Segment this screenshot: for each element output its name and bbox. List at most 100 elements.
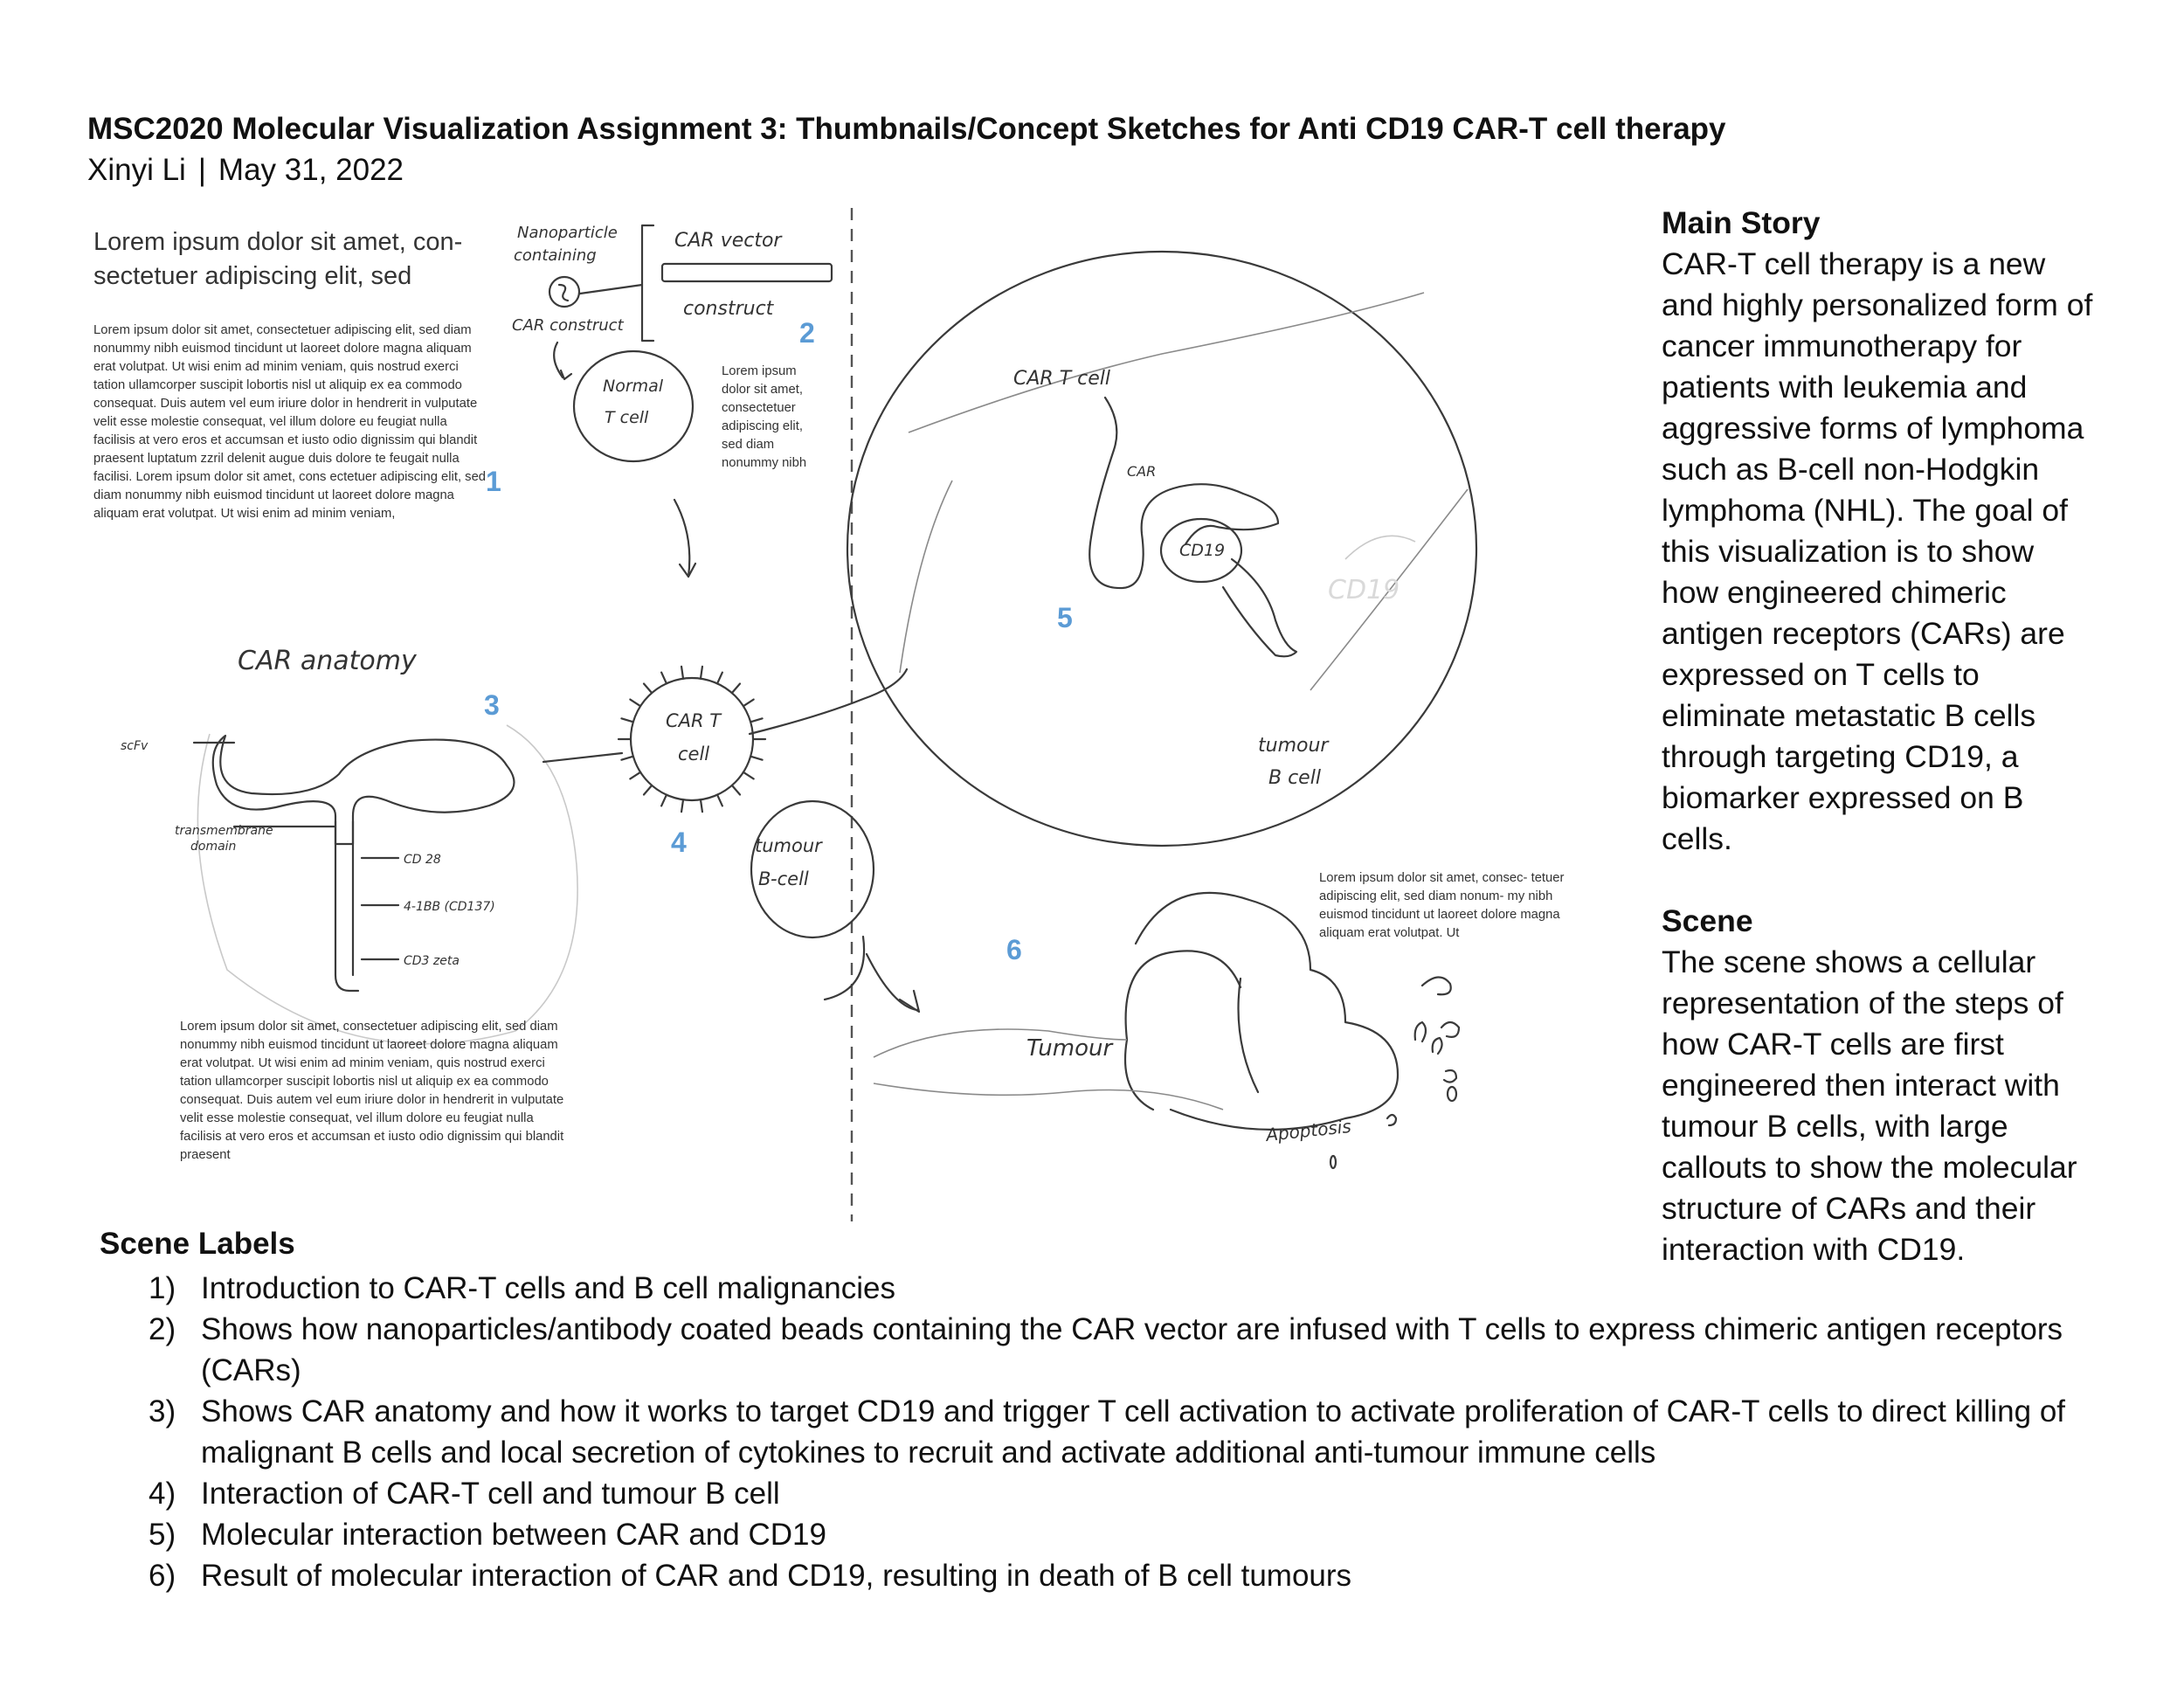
panel-2-body: Lorem ipsum dolor sit amet, consectetuer… — [722, 364, 807, 470]
scene-label-item: 1) Introduction to CAR-T cells and B cell… — [149, 1268, 2097, 1309]
main-story-text: CAR-T cell therapy is a new and highly p… — [1662, 246, 2093, 856]
label-cd19-faint: CD19 — [1328, 575, 1400, 605]
receptor-spike — [620, 755, 634, 761]
label-t-cell: T cell — [605, 408, 649, 427]
receptor-spike — [730, 784, 742, 796]
panel-2-sketch: Nanoparticle containing CAR construct CA… — [512, 224, 833, 578]
scene-label-index: 1) — [149, 1271, 176, 1305]
receptor-spike — [699, 799, 704, 813]
author-name: Xinyi Li — [87, 153, 186, 187]
page-title: MSC2020 Molecular Visualization Assignme… — [87, 112, 1726, 146]
panel-number-2: 2 — [799, 317, 815, 349]
scene-label-item: 4) Interaction of CAR-T cell and tumour B… — [149, 1473, 2097, 1514]
panel-1-heading: Lorem ipsum dolor sit amet, con- sectetu… — [93, 228, 463, 290]
label-car-t-cell: CAR T cell — [1013, 368, 1110, 390]
scene-label-text: Result of molecular interaction of CAR a… — [201, 1559, 1352, 1593]
car-receptor-spikes — [617, 665, 767, 813]
receptor-spike — [742, 771, 755, 780]
car-receptor-shape — [1089, 396, 1280, 590]
receptor-spike — [730, 682, 742, 695]
receptor-spike — [629, 698, 642, 708]
scene-label-item: 5)Molecular interaction between CAR and … — [149, 1514, 2097, 1555]
tumour-mass — [1134, 891, 1400, 1131]
receptor-spike — [750, 717, 764, 723]
cd19-antigen — [1159, 517, 1243, 584]
label-car-construct: CAR construct — [512, 316, 625, 335]
membrane-line — [908, 292, 1425, 433]
label-scfv: scFv — [121, 739, 149, 753]
label-4-1bb: 4-1BB (CD137) — [404, 900, 495, 914]
car-vector-bar — [660, 262, 833, 283]
scene-label-index: 3) — [149, 1394, 176, 1429]
receptor-spike — [629, 771, 642, 780]
panel-1-body: Lorem ipsum dolor sit amet, consectetuer… — [93, 323, 487, 521]
label-tumour-5: tumour — [1258, 735, 1330, 757]
label-apoptosis: Apoptosis — [1263, 1116, 1352, 1145]
panel-4-sketch: CAR T cell 4 tumour B-cell — [617, 665, 921, 1013]
normal-t-cell — [572, 349, 695, 463]
panel-6-body: Lorem ipsum dolor sit amet, consec- tetu… — [1319, 871, 1565, 940]
arrow-icon — [898, 989, 921, 1013]
label-cd28: CD 28 — [404, 853, 441, 867]
receptor-spike — [660, 671, 668, 685]
label-nanoparticle: Nanoparticle — [517, 224, 618, 242]
receptor-spike — [750, 755, 764, 761]
scene-label-text: Shows CAR anatomy and how it works to ta… — [201, 1394, 2066, 1470]
label-containing: containing — [514, 246, 597, 265]
receptor-spike — [699, 665, 704, 680]
receptor-spike — [620, 717, 634, 723]
callout-circle-3 — [197, 724, 578, 1045]
scene-label-index: 4) — [149, 1477, 176, 1511]
scene-label-index: 5) — [149, 1518, 176, 1552]
apoptotic-body-icon — [1420, 976, 1452, 996]
panel-number-4: 4 — [671, 827, 687, 858]
apoptotic-body-icon — [1329, 1154, 1337, 1170]
label-car: CAR — [1127, 463, 1156, 480]
panel-number-1: 1 — [486, 466, 501, 497]
label-tumour-6: Tumour — [1026, 1035, 1114, 1062]
scene-label-index: 2) — [149, 1312, 176, 1346]
panel-5-sketch: CAR T cell CAR CD19 CD19 5 tumour B cell — [846, 250, 1478, 847]
label-normal: Normal — [603, 377, 664, 396]
apoptotic-body-icon — [1431, 1036, 1443, 1055]
scene-label-text: Introduction to CAR-T cells and B cell m… — [201, 1271, 896, 1305]
scene-label-item: 6) Result of molecular interaction of CAR… — [149, 1555, 2097, 1596]
label-car-t: CAR T — [666, 710, 722, 731]
label-tumour: tumour — [755, 835, 823, 856]
scene-labels-title: Scene Labels — [100, 1227, 295, 1261]
panel-3-sketch: CAR anatomy scFv transmembrane domain CD… — [121, 646, 624, 1045]
apoptotic-body-icon — [1442, 1069, 1458, 1083]
label-cell: cell — [678, 744, 709, 764]
scene-title: Scene — [1662, 903, 1753, 938]
scene-label-index: 6) — [149, 1559, 176, 1593]
panel-number-3: 3 — [484, 689, 500, 721]
label-car-anatomy: CAR anatomy — [238, 646, 418, 676]
byline-separator: | — [197, 153, 206, 187]
apoptotic-body-icon — [1386, 1113, 1398, 1127]
label-cd19: CD19 — [1179, 541, 1225, 560]
date: May 31, 2022 — [218, 153, 404, 187]
story-column: Main Story CAR-T cell therapy is a new a… — [1662, 203, 2098, 1270]
car-molecule-shape — [211, 734, 515, 846]
apoptotic-body-icon — [1446, 1085, 1458, 1103]
receptor-spike — [642, 682, 653, 695]
scene-label-text: Shows how nanoparticles/antibody coated … — [201, 1312, 2063, 1387]
arrow-down-icon — [559, 369, 573, 381]
byline: Xinyi Li | May 31, 2022 — [87, 153, 404, 188]
receptor-spike — [660, 793, 668, 807]
nanoparticle-icon — [548, 275, 581, 308]
label-b-cell-5: B cell — [1268, 767, 1321, 789]
panel-number-6: 6 — [1006, 934, 1022, 965]
apoptotic-body-icon — [1440, 1020, 1461, 1038]
tumour-b-cell — [750, 799, 875, 939]
label-cd3-zeta: CD3 zeta — [404, 954, 460, 968]
panel-number-5: 5 — [1057, 602, 1073, 633]
scene-text: The scene shows a cellular representatio… — [1662, 944, 2077, 1267]
label-domain: domain — [190, 840, 236, 854]
receptor-spike — [680, 799, 685, 813]
scene-label-item: 2) Shows how nanoparticles/antibody coate… — [149, 1309, 2097, 1391]
bracket-icon — [640, 224, 655, 342]
main-story-title: Main Story — [1662, 205, 1821, 240]
scene-label-text: Interaction of CAR-T cell and tumour B c… — [201, 1477, 780, 1511]
